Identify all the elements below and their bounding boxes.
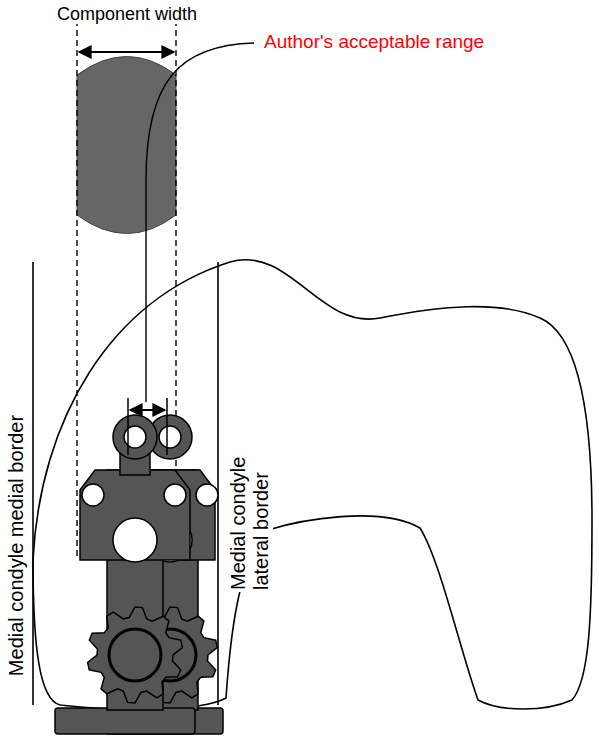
femur-outline xyxy=(33,260,592,710)
width-arrow xyxy=(79,51,174,53)
medial-border-line xyxy=(32,262,34,705)
dimension-label: Component width xyxy=(55,4,199,25)
callout-label: Author's acceptable range xyxy=(262,31,486,53)
component xyxy=(77,57,176,234)
dashed-guide xyxy=(76,20,77,560)
range-arrow xyxy=(130,409,165,411)
border-label: Medial condyle lateral border xyxy=(227,438,273,592)
leader-line xyxy=(146,43,254,402)
range-tick xyxy=(127,398,129,455)
range-tick xyxy=(166,398,168,455)
cutting-jig-front xyxy=(55,415,195,734)
lateral-border-line xyxy=(217,262,219,705)
border-label: Medial condyle medial border xyxy=(6,412,29,677)
